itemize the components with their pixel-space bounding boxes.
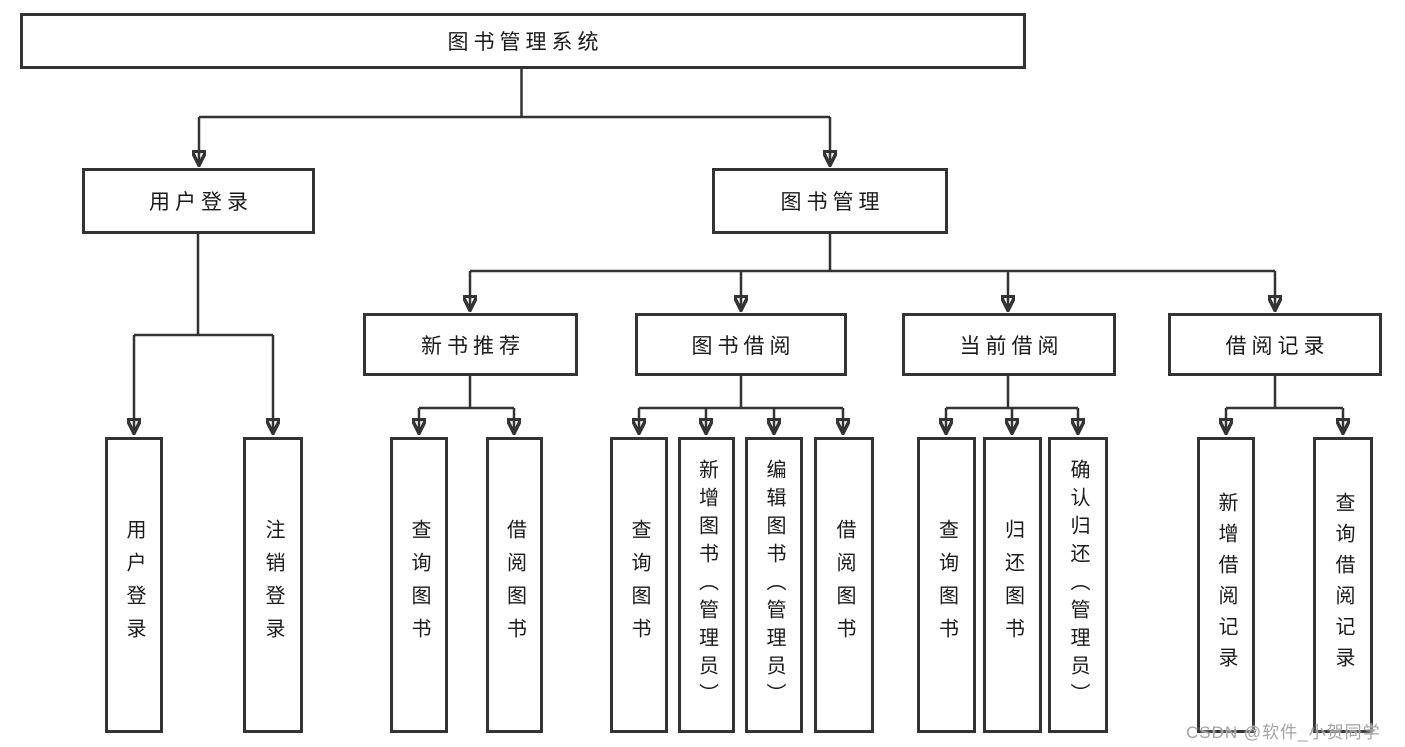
csdn-watermark: CSDN @软件_小贺同学 (1186, 723, 1381, 742)
leaf-label: 归还图书 (1001, 519, 1024, 651)
node-book-management: 图书管理 (712, 168, 948, 234)
leaf-label: 新增借阅记录 (1215, 492, 1237, 678)
node-leaf-query-books-3: 查询图书 (917, 437, 976, 733)
node-leaf-user-login: 用户登录 (105, 437, 163, 733)
node-leaf-query-books-1: 查询图书 (390, 437, 448, 733)
connector-book-management-trunk (470, 234, 1275, 273)
node-leaf-borrow-books-1: 借阅图书 (486, 437, 543, 733)
node-leaf-add-books-admin: 新增图书（管理员） (678, 437, 735, 733)
leaf-label: 用户登录 (123, 519, 145, 651)
node-current-borrowing: 当前借阅 (902, 313, 1116, 376)
node-current-borrowing-label: 当前借阅 (959, 334, 1064, 358)
node-new-book-recommendation-label: 新书推荐 (421, 334, 525, 358)
leaf-label: 确认归还（管理员） (1067, 459, 1089, 711)
connector-current-borrowing-trunk (946, 376, 1078, 410)
node-root-label: 图书管理系统 (447, 31, 604, 54)
node-leaf-return-books: 归还图书 (983, 437, 1042, 733)
leaf-label: 查询图书 (408, 519, 430, 651)
node-root: 图书管理系统 (20, 13, 1026, 69)
leaf-label: 编辑图书（管理员） (763, 459, 785, 711)
leaf-label: 查询图书 (628, 519, 650, 651)
node-new-book-recommendation: 新书推荐 (363, 313, 578, 376)
node-leaf-query-books-2: 查询图书 (610, 437, 668, 733)
node-book-management-label: 图书管理 (780, 191, 885, 214)
node-book-borrowing: 图书借阅 (635, 313, 847, 376)
node-leaf-logout: 注销登录 (243, 437, 303, 733)
node-borrowing-records: 借阅记录 (1168, 313, 1382, 376)
leaf-label: 新增图书（管理员） (695, 459, 718, 711)
leaf-label: 注销登录 (262, 519, 284, 651)
node-leaf-borrow-books-2: 借阅图书 (814, 437, 874, 733)
connector-root-trunk (199, 69, 830, 119)
leaf-label: 查询图书 (935, 519, 958, 651)
node-book-borrowing-label: 图书借阅 (691, 334, 796, 358)
node-user-login-label: 用户登录 (149, 191, 253, 214)
leaf-label: 查询借阅记录 (1332, 492, 1354, 678)
node-leaf-edit-books-admin: 编辑图书（管理员） (745, 437, 803, 733)
leaf-label: 借阅图书 (833, 519, 855, 651)
node-borrowing-records-label: 借阅记录 (1225, 334, 1330, 358)
node-leaf-add-borrow-record: 新增借阅记录 (1197, 437, 1255, 733)
connector-borrowing-records-trunk (1226, 376, 1343, 410)
connector-new-book-trunk (419, 376, 514, 410)
connector-book-borrowing-trunk (639, 376, 843, 410)
connector-user-login-trunk (134, 234, 273, 337)
node-leaf-confirm-return-admin: 确认归还（管理员） (1048, 437, 1108, 733)
node-user-login: 用户登录 (82, 168, 315, 234)
leaf-label: 借阅图书 (503, 519, 526, 651)
node-leaf-query-borrow-record: 查询借阅记录 (1313, 437, 1373, 733)
